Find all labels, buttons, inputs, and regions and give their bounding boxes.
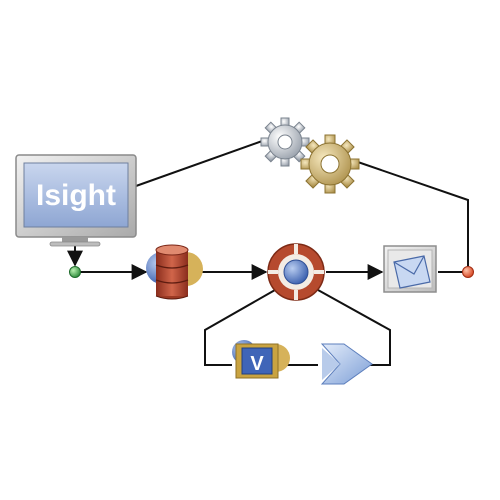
connector-gears-end xyxy=(351,159,469,266)
database-icon[interactable] xyxy=(146,244,203,300)
monitor-label: Isight xyxy=(36,179,116,212)
connector-loop-script xyxy=(204,289,276,366)
monitor-icon: Isight xyxy=(15,154,137,247)
connectors xyxy=(67,139,469,366)
connector-forward-loop xyxy=(317,289,391,366)
end-node-icon[interactable] xyxy=(462,266,474,278)
connector-monitor-gears xyxy=(135,139,266,187)
loop-control-icon[interactable] xyxy=(267,243,325,301)
gears-icon[interactable] xyxy=(260,117,360,194)
start-node-icon[interactable] xyxy=(69,266,81,278)
forward-arrow-icon[interactable] xyxy=(320,343,373,385)
script-icon[interactable]: V xyxy=(232,340,290,379)
envelope-icon[interactable] xyxy=(383,245,437,293)
script-glyph: V xyxy=(250,353,264,375)
